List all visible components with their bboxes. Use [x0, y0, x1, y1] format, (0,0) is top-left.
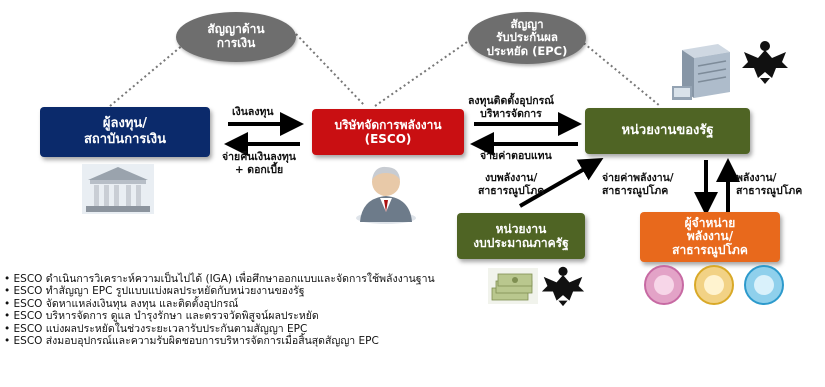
arrow-energy-budget	[519, 158, 604, 208]
finance-contract-ellipse: สัญญาด้าน การเงิน	[176, 12, 296, 62]
esco-steps-list: • ESCO ดำเนินการวิเคราะห์ความเป็นไปได้ (…	[4, 273, 474, 347]
epc-contract-line-right	[579, 39, 661, 107]
label-repay: จ่ายคืนเงินลงทุน + ดอกเบี้ย	[222, 151, 296, 176]
money-stack-icon	[488, 268, 538, 304]
label-energy-supply: พลังงาน/ สาธารณูปโภค	[736, 172, 803, 197]
list-item: • ESCO ส่งมอบอุปกรณ์และความรับผิดชอบการบ…	[4, 335, 379, 348]
thai-garuda-emblem-icon	[742, 41, 788, 84]
finance-contract-line-left	[109, 33, 197, 107]
thai-garuda-emblem-icon-2	[541, 266, 585, 307]
epc-contract-ellipse: สัญญา รับประกันผล ประหยัด (EPC)	[468, 12, 586, 64]
esco-box: บริษัทจัดการพลังงาน (ESCO)	[312, 109, 464, 155]
label-invest-money: เงินลงทุน	[232, 106, 274, 118]
business-person-icon	[356, 166, 416, 224]
investor-box: ผู้ลงทุน/ สถาบันการเงิน	[40, 107, 210, 157]
label-pay-return: จ่ายค่าตอบแทน	[480, 150, 552, 162]
list-item: • ESCO แบ่งผลประหยัดในช่วงระยะเวลารับประ…	[4, 322, 308, 335]
epc-contract-line-left	[374, 39, 471, 107]
computer-server-icon	[672, 44, 730, 100]
government-box: หน่วยงานของรัฐ	[585, 108, 750, 154]
label-install: ลงทุนติดตั้งอุปกรณ์ บริหารจัดการ	[468, 95, 554, 120]
list-item: • ESCO ทำสัญญา EPC รูปแบบแบ่งผลประหยัดกั…	[4, 285, 305, 298]
list-item: • ESCO ดำเนินการวิเคราะห์ความเป็นไปได้ (…	[4, 273, 435, 285]
label-pay-energy: จ่ายค่าพลังงาน/ สาธารณูปโภค	[602, 172, 674, 197]
utility-logos-icon	[644, 265, 784, 305]
list-item: • ESCO จัดหาแหล่งเงินทุน ลงทุน และติดตั้…	[4, 297, 239, 310]
bank-building-icon	[82, 164, 154, 214]
utility-box: ผู้จำหน่าย พลังงาน/ สาธารณูปโภค	[640, 212, 780, 262]
finance-contract-line-right	[295, 33, 366, 107]
list-item: • ESCO บริหารจัดการ ดูแล บำรุงรักษา และต…	[4, 310, 319, 323]
budget-agency-box: หน่วยงาน งบประมาณภาครัฐ	[457, 213, 585, 259]
label-energy-budget: งบพลังงาน/ สาธารณูปโภค	[478, 172, 545, 197]
